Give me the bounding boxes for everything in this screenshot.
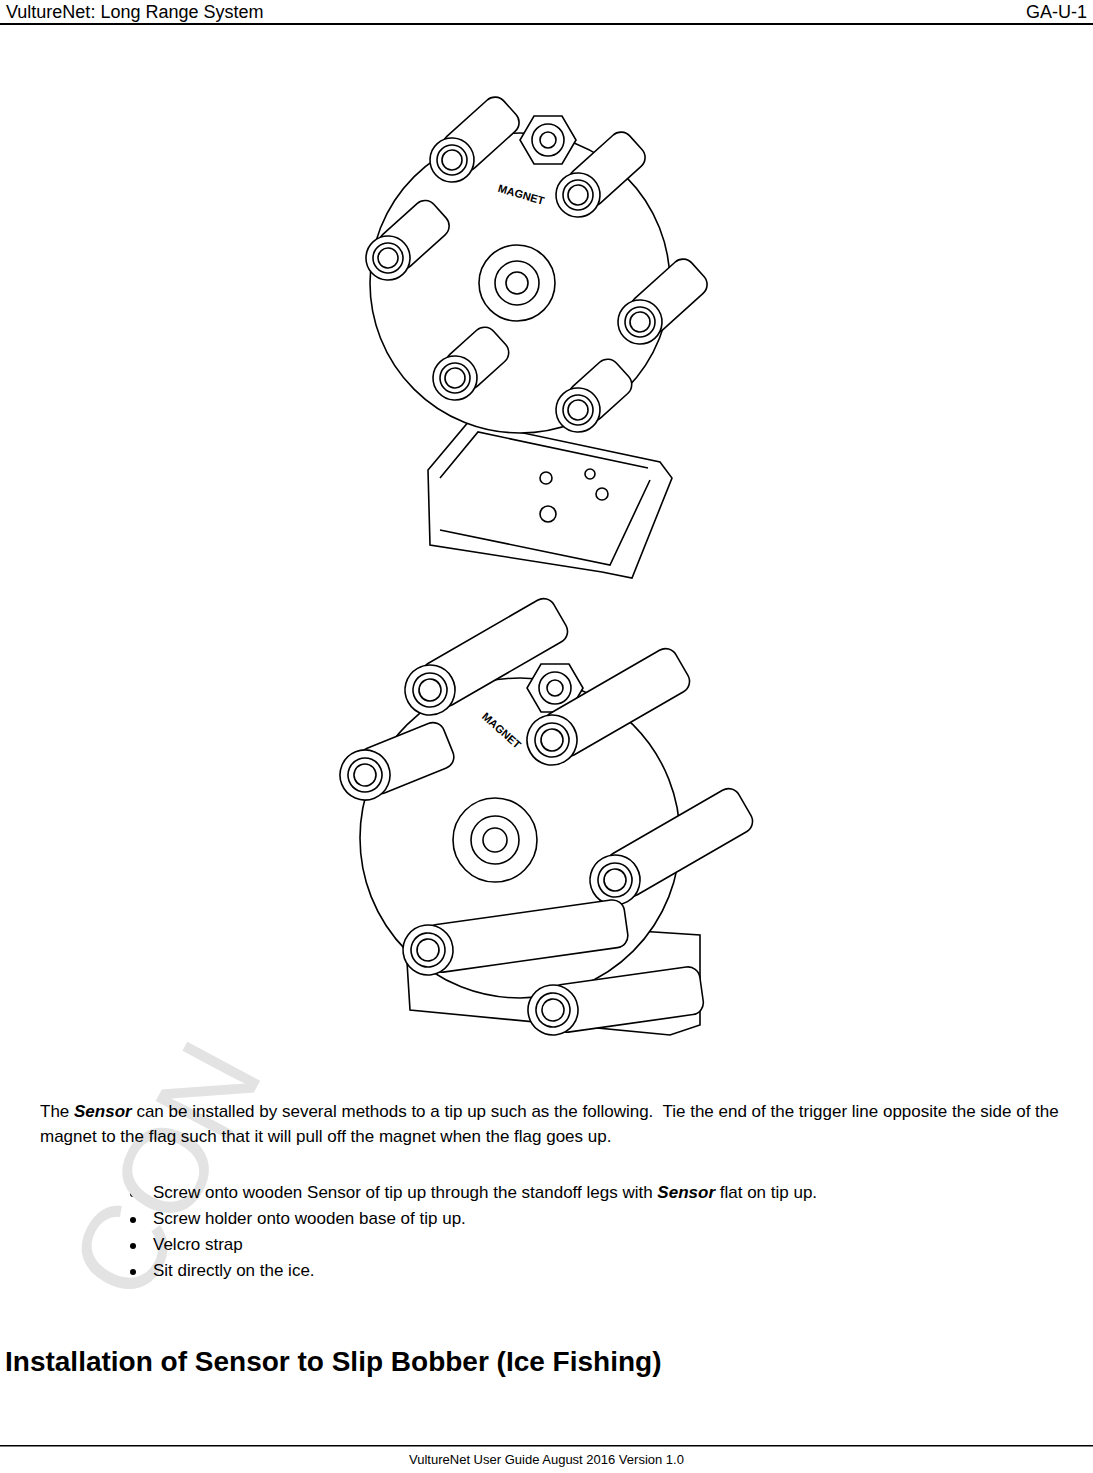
- body-paragraph: The Sensor can be installed by several m…: [40, 1099, 1075, 1149]
- bullet-text: Velcro strap: [153, 1235, 243, 1255]
- emphasis-term: Sensor: [657, 1183, 715, 1202]
- magnet-nut: [520, 116, 576, 164]
- section-heading: Installation of Sensor to Slip Bobber (I…: [5, 1346, 661, 1378]
- sensor-assembled: [332, 593, 757, 1038]
- bullet-text: Screw onto wooden Sensor of tip up throu…: [153, 1183, 653, 1202]
- bullet-text: Sit directly on the ice.: [153, 1261, 315, 1281]
- emphasis-term: Sensor: [74, 1102, 132, 1121]
- holder-bracket: [428, 420, 672, 578]
- body-text: can be installed by several methods to a…: [40, 1102, 1064, 1146]
- sensor-exploded: [357, 91, 713, 578]
- body-text: The: [40, 1102, 69, 1121]
- page-code: GA-U-1: [1026, 2, 1087, 23]
- bullet-text: Screw holder onto wooden base of tip up.: [153, 1209, 466, 1229]
- footer-rule: [0, 1445, 1093, 1447]
- bullet-item: Screw onto wooden Sensor of tip up throu…: [153, 1183, 817, 1203]
- header-rule: [0, 23, 1093, 25]
- bullet-text: flat on tip up.: [720, 1183, 817, 1202]
- sensor-disc: [360, 678, 680, 998]
- footer-text: VultureNet User Guide August 2016 Versio…: [0, 1452, 1093, 1467]
- header-title: VultureNet: Long Range System: [6, 2, 263, 23]
